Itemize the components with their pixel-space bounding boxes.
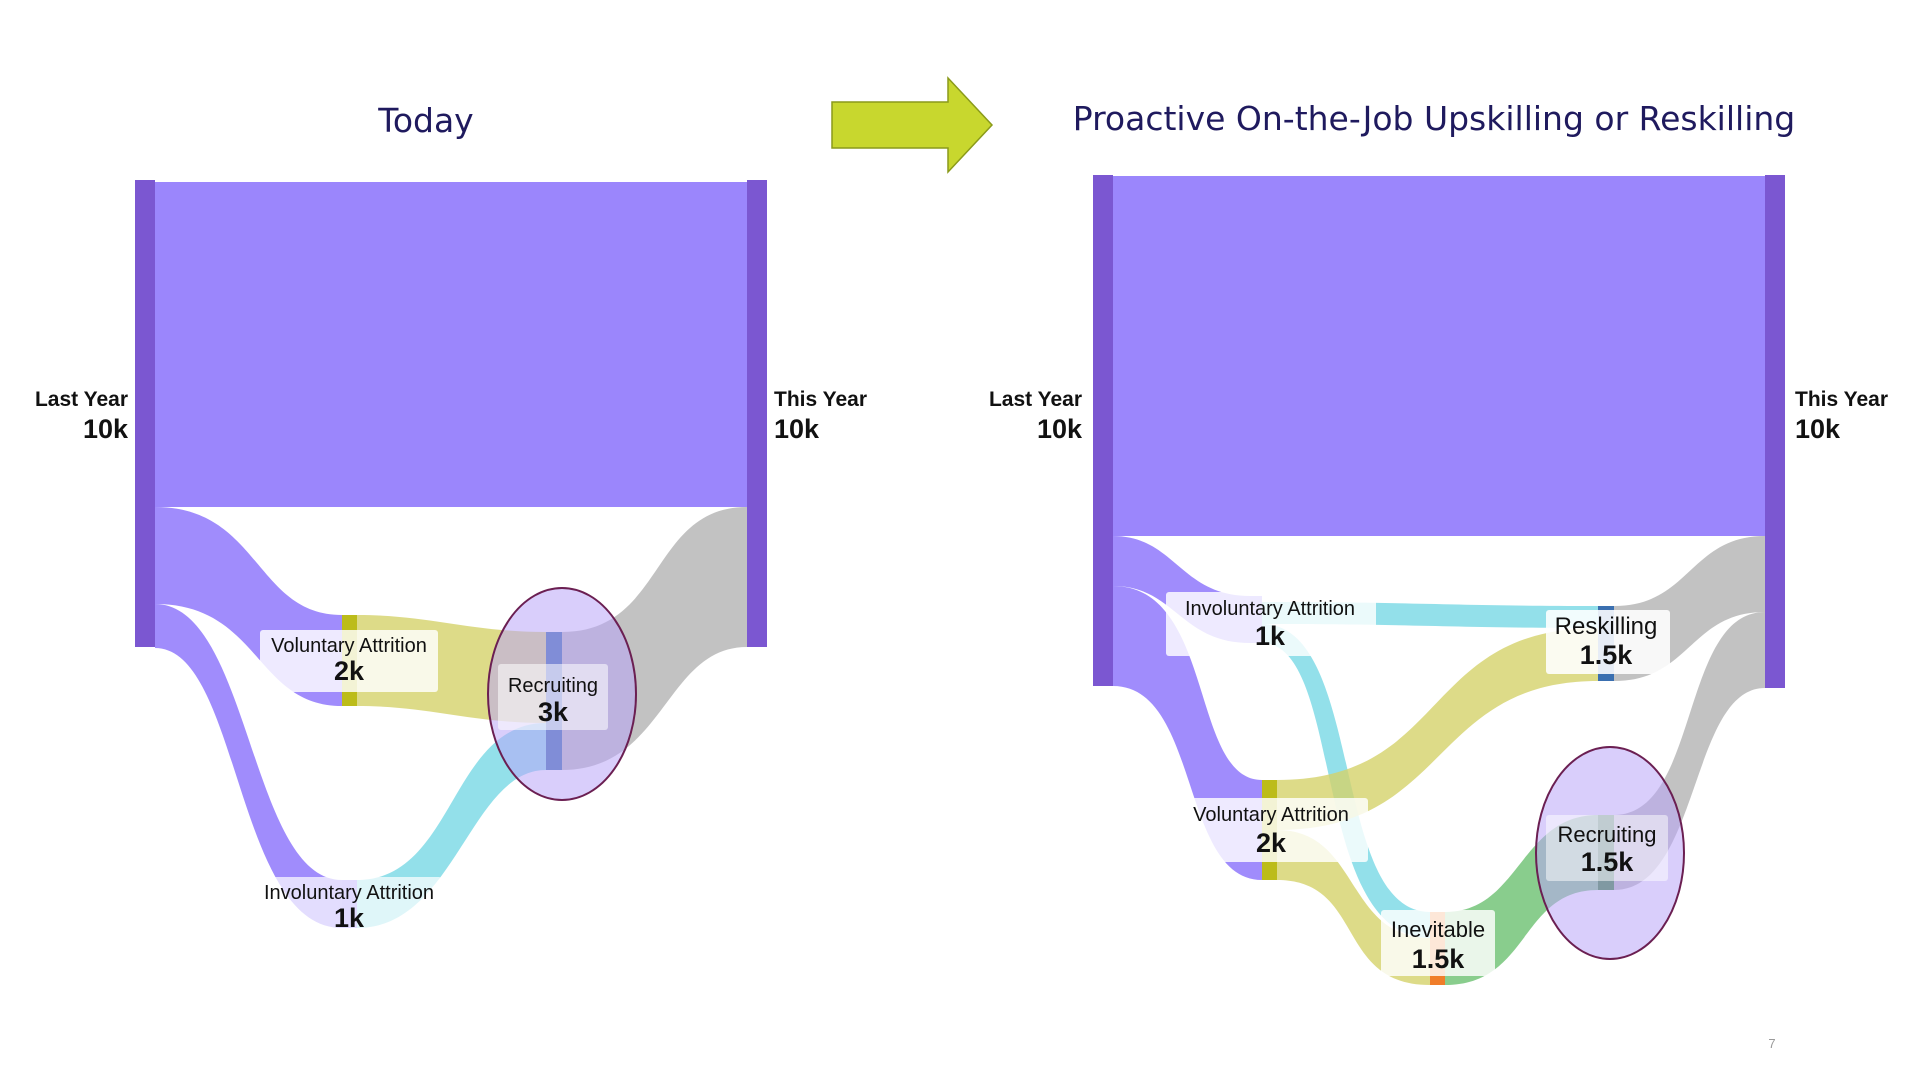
future-node-this-year: [1765, 175, 1785, 688]
transition-arrow: [831, 76, 994, 174]
future-recruiting-label: Recruiting: [1557, 822, 1656, 847]
today-this-year-label: This Year: [774, 388, 867, 411]
future-voluntary-value: 2k: [1256, 828, 1287, 858]
today-retained-flow: [155, 182, 747, 507]
future-title: Proactive On-the-Job Upskilling or Reski…: [1073, 99, 1795, 138]
future-involuntary-label-box: [1166, 592, 1376, 656]
future-inevitable-value: 1.5k: [1412, 944, 1466, 974]
future-this-year-value: 10k: [1795, 414, 1841, 444]
today-involuntary-label: Involuntary Attrition: [264, 882, 434, 904]
today-flow-lastyear-involuntary: [155, 604, 342, 928]
future-reskilling-value: 1.5k: [1580, 640, 1634, 670]
today-recruiting-label-box: [498, 664, 608, 730]
today-recruiting-label: Recruiting: [508, 675, 598, 697]
future-flow-voluntary-reskilling: [1277, 628, 1598, 830]
future-reskilling-label-box: [1546, 610, 1670, 674]
future-voluntary-label-box: [1174, 798, 1368, 862]
today-node-this-year: [747, 180, 767, 647]
today-flow-involuntary-recruiting: [357, 723, 546, 928]
today-title: Today: [377, 101, 473, 140]
today-voluntary-label: Voluntary Attrition: [271, 635, 427, 657]
future-last-year-value: 10k: [1037, 414, 1083, 444]
future-inevitable-label-box: [1381, 910, 1495, 976]
future-inevitable-label: Inevitable: [1391, 917, 1485, 942]
page-number: 7: [1768, 1036, 1775, 1051]
future-this-year-label: This Year: [1795, 388, 1888, 411]
future-recruiting-label-box: [1546, 815, 1668, 881]
future-node-last-year: [1093, 175, 1113, 686]
future-retained-flow: [1113, 176, 1765, 536]
today-involuntary-label-box: [258, 877, 442, 932]
today-node-last-year: [135, 180, 155, 647]
today-this-year-value: 10k: [774, 414, 820, 444]
today-voluntary-value: 2k: [334, 656, 365, 686]
today-last-year-value: 10k: [83, 414, 129, 444]
future-voluntary-label: Voluntary Attrition: [1193, 804, 1349, 826]
future-involuntary-value: 1k: [1255, 621, 1286, 651]
future-involuntary-label: Involuntary Attrition: [1185, 598, 1355, 620]
today-voluntary-label-box: [260, 630, 438, 692]
today-panel: Today Voluntary Attrition 2k Recruiting …: [35, 101, 867, 933]
today-recruiting-value: 3k: [538, 697, 569, 727]
today-last-year-label: Last Year: [35, 388, 128, 411]
future-last-year-label: Last Year: [989, 388, 1082, 411]
today-involuntary-value: 1k: [334, 903, 365, 933]
future-reskilling-label: Reskilling: [1555, 613, 1658, 640]
future-panel: Proactive On-the-Job Upskilling or Reski…: [989, 99, 1888, 985]
future-recruiting-value: 1.5k: [1581, 847, 1635, 877]
